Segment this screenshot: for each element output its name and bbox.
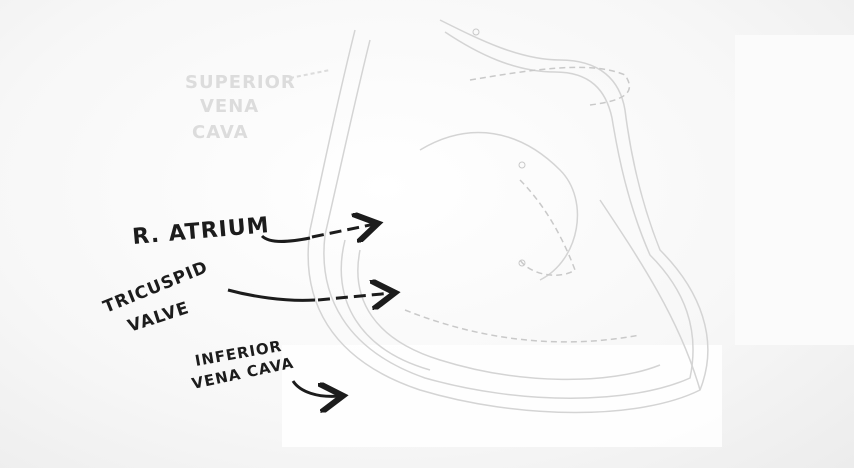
r-atrium-arrow-dashed: [311, 224, 375, 237]
r-atrium-arrow-solid: [260, 234, 311, 243]
ivc-arrow: [291, 380, 340, 396]
label-r-atrium: R. ATRIUM: [131, 213, 270, 250]
svc-line3: CAVA: [192, 122, 249, 143]
sketch-mark: [518, 161, 526, 169]
sketch-mark: [472, 28, 480, 36]
svc-line2: VENA: [200, 96, 259, 117]
label-inferior-vena-cava: INFERIOR VENA CAVA: [190, 337, 296, 393]
svc-line1: SUPERIOR: [185, 72, 296, 93]
svc-arrow: [289, 69, 331, 79]
tricuspid-arrow-solid: [227, 288, 316, 302]
tricuspid-arrow-dashed: [317, 293, 392, 300]
paper-patch-right: [735, 35, 854, 345]
paper-patch-bottom: [282, 345, 722, 447]
sketch-mark: [518, 259, 526, 267]
label-superior-vena-cava: SUPERIOR VENA CAVA: [185, 72, 296, 143]
label-tricuspid-valve: TRICUSPID VALVE: [100, 257, 211, 336]
heart-outline-sketch: [307, 19, 709, 414]
heart-dashed-sketch: [404, 66, 641, 343]
